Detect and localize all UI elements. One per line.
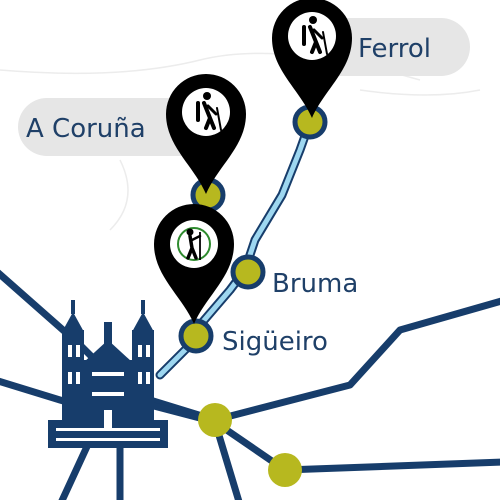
label-sigueiro: Sigüeiro [222, 327, 328, 357]
hiker-icon [302, 16, 328, 55]
road-network [0, 269, 500, 500]
road-southeast [146, 401, 500, 474]
pin-a-coruna[interactable] [166, 74, 246, 194]
pin-ferrol[interactable] [272, 0, 352, 118]
hiker-icon [196, 92, 222, 131]
stop-junction-1[interactable] [198, 403, 232, 437]
road-south-2 [58, 436, 94, 500]
label-bruma: Bruma [272, 269, 358, 299]
pin-sigueiro[interactable] [154, 204, 234, 324]
stop-junction-2[interactable] [268, 453, 302, 487]
stop-sigueiro[interactable] [178, 318, 214, 354]
cathedral-icon [48, 300, 168, 448]
label-a-coruna: A Coruña [26, 114, 146, 144]
pilgrim-icon [177, 227, 211, 261]
label-ferrol: Ferrol [358, 34, 431, 64]
label-bubble-a-coruna [18, 98, 208, 156]
stop-bruma[interactable] [230, 254, 266, 290]
